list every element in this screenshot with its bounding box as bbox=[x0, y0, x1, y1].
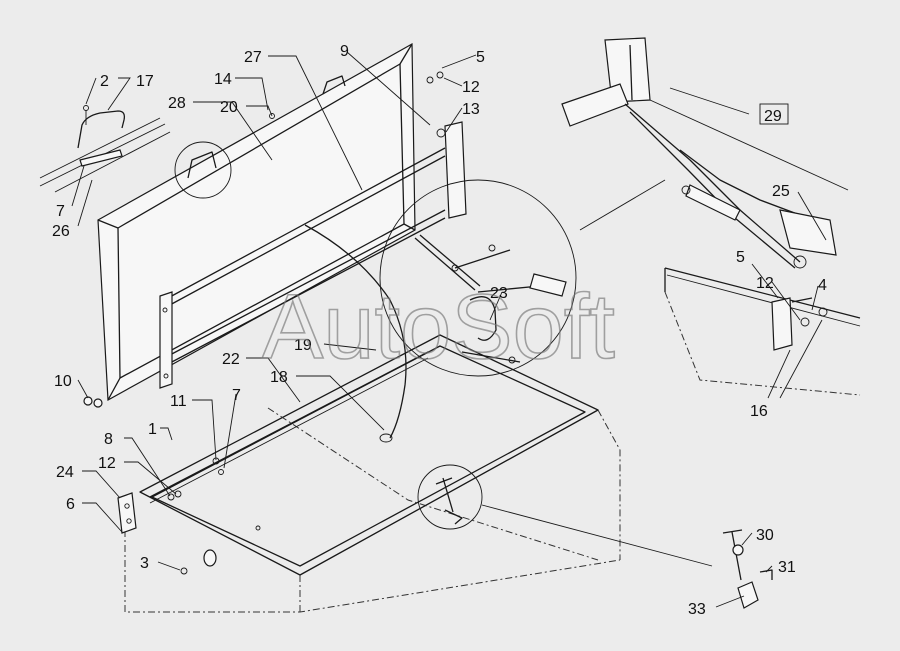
callout-7-lower: 7 bbox=[232, 387, 241, 404]
callout-33: 33 bbox=[688, 601, 706, 618]
callout-5-upper: 5 bbox=[476, 49, 485, 66]
callout-14: 14 bbox=[214, 71, 232, 88]
lid bbox=[97, 42, 467, 401]
callout-22: 22 bbox=[222, 351, 240, 368]
callout-29: 29 bbox=[764, 108, 782, 125]
callout-1: 1 bbox=[148, 421, 157, 438]
callout-12-right: 12 bbox=[756, 275, 774, 292]
callout-6: 6 bbox=[66, 496, 75, 513]
callout-box-29 bbox=[759, 103, 789, 125]
callout-27: 27 bbox=[244, 49, 262, 66]
fasteners bbox=[83, 71, 446, 575]
latch-mechanism bbox=[379, 179, 577, 377]
box-body bbox=[117, 334, 621, 613]
callout-20: 20 bbox=[220, 99, 238, 116]
hinge-assembly bbox=[561, 37, 849, 269]
callout-30: 30 bbox=[756, 527, 774, 544]
callout-5-right: 5 bbox=[736, 249, 745, 266]
callout-labels: 2 17 7 26 28 14 20 27 9 5 12 13 29 25 5 … bbox=[52, 43, 827, 618]
leader-lines bbox=[71, 51, 827, 608]
lock-detail bbox=[722, 529, 773, 609]
cable bbox=[304, 224, 407, 443]
callout-3: 3 bbox=[140, 555, 149, 572]
callout-26: 26 bbox=[52, 223, 70, 240]
callout-2: 2 bbox=[100, 73, 109, 90]
side-wall-detail bbox=[664, 267, 861, 396]
callout-28: 28 bbox=[168, 95, 186, 112]
callout-12-upper: 12 bbox=[462, 79, 480, 96]
callout-25: 25 bbox=[772, 183, 790, 200]
callout-11: 11 bbox=[170, 393, 187, 410]
callout-24: 24 bbox=[56, 464, 74, 481]
callout-10: 10 bbox=[54, 373, 72, 390]
callout-23: 23 bbox=[490, 285, 508, 302]
callout-19: 19 bbox=[294, 337, 312, 354]
watermark: AutoSoft bbox=[262, 276, 615, 378]
callout-18: 18 bbox=[270, 369, 288, 386]
callout-7: 7 bbox=[56, 203, 65, 220]
callout-17: 17 bbox=[136, 73, 154, 90]
handle-detail bbox=[39, 105, 232, 199]
callout-13: 13 bbox=[462, 101, 480, 118]
callout-16: 16 bbox=[750, 403, 768, 420]
callout-12-lower: 12 bbox=[98, 455, 116, 472]
callout-9: 9 bbox=[340, 43, 349, 60]
callout-8: 8 bbox=[104, 431, 113, 448]
callout-4: 4 bbox=[818, 277, 827, 294]
callout-31: 31 bbox=[778, 559, 796, 576]
lock-detail-small bbox=[417, 464, 713, 567]
